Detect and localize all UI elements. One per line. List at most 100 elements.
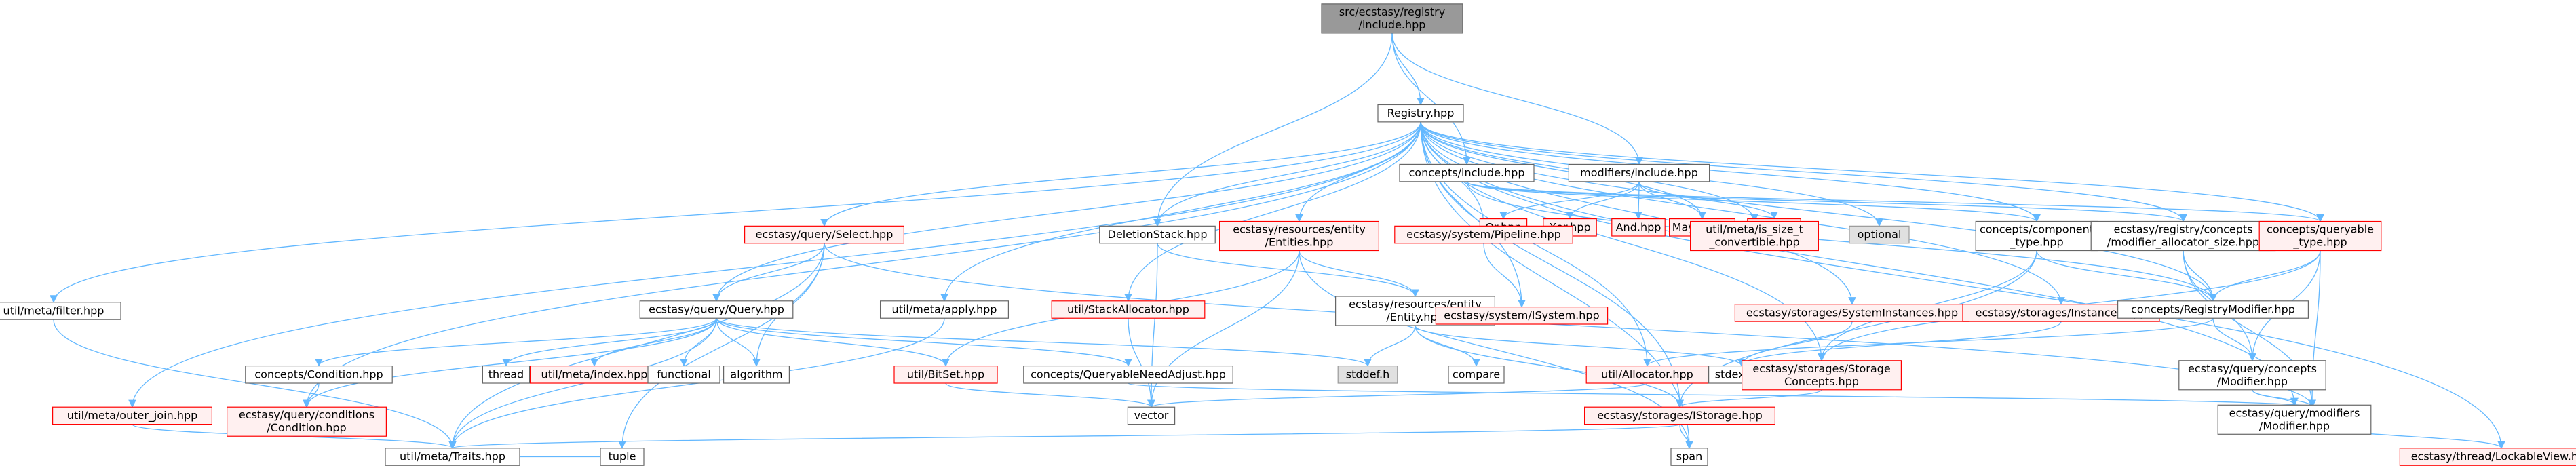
edge-istorage-to-span	[1679, 424, 1693, 449]
node-compare[interactable]: compare	[1448, 365, 1505, 384]
edge-root-to-registry	[1391, 33, 1425, 106]
edge-select-to-query	[712, 243, 825, 302]
node-tuple[interactable]: tuple	[600, 448, 645, 466]
edge-query-to-condition	[315, 317, 717, 367]
node-concepts-include[interactable]: concepts/include.hpp	[1399, 163, 1535, 182]
edge-concepts-include-to-queryable-type	[1466, 181, 2324, 222]
edge-component-type-to-reg-modifier	[2036, 250, 2217, 302]
node-label: ecstasy/resources/entity	[1233, 223, 1366, 236]
node-filter[interactable]: util/meta/filter.hpp	[0, 302, 121, 320]
edge-entity-to-stdexcept	[1415, 325, 1746, 367]
node-istorage[interactable]: ecstasy/storages/IStorage.hpp	[1584, 406, 1776, 425]
node-box	[2399, 448, 2576, 466]
node-traits[interactable]: util/meta/Traits.hpp	[385, 448, 520, 466]
node-label: algorithm	[730, 368, 782, 380]
node-label: concepts/Condition.hpp	[254, 368, 383, 380]
node-cond-condition[interactable]: ecstasy/query/conditions/Condition.hpp	[227, 406, 387, 437]
node-isystem[interactable]: ecstasy/system/ISystem.hpp	[1435, 306, 1609, 325]
edge-concepts-include-to-component-type	[1466, 181, 2041, 222]
node-deletion[interactable]: DeletionStack.hpp	[1099, 225, 1216, 244]
node-box	[52, 406, 213, 425]
edge-modifiers-include-to-xor	[1566, 181, 1640, 220]
node-label: stddef.h	[1346, 368, 1389, 380]
edge-query-concept-mod-to-queryable	[2252, 389, 2316, 408]
node-box	[385, 448, 520, 466]
edge-registry-to-deletion	[1153, 121, 1421, 227]
node-query[interactable]: ecstasy/query/Query.hpp	[639, 300, 794, 319]
node-index[interactable]: util/meta/index.hpp	[529, 365, 659, 384]
node-mod-alloc[interactable]: ecstasy/registry/concepts/modifier_alloc…	[2090, 220, 2276, 252]
node-span[interactable]: span	[1670, 448, 1708, 466]
node-qmod-modifier[interactable]: ecstasy/query/modifiers/Modifier.hpp	[2217, 404, 2372, 435]
node-outer-join[interactable]: util/meta/outer_join.hpp	[52, 406, 213, 425]
node-and[interactable]: And.hpp	[1611, 218, 1666, 237]
node-label: And.hpp	[1616, 220, 1661, 233]
edge-registry-to-span	[1420, 121, 1693, 449]
node-component-type[interactable]: concepts/component_type.hpp	[1975, 220, 2098, 252]
node-optional[interactable]: optional	[1849, 225, 1910, 244]
edge-pipeline-to-isystem	[1483, 243, 1526, 308]
node-label: util/meta/is_size_t	[1706, 223, 1803, 237]
edge-concepts-include-to-reg-modifier	[1466, 181, 2217, 302]
node-label: ecstasy/storages/Instances.hpp	[1976, 306, 2147, 319]
node-qneed[interactable]: concepts/QueryableNeedAdjust.hpp	[1023, 365, 1233, 384]
node-box	[1448, 365, 1505, 384]
node-label: compare	[1453, 368, 1500, 380]
edge-registry-to-stack-alloc	[1124, 121, 1421, 302]
node-label: vector	[1134, 409, 1169, 422]
edge-root-to-modifiers-include	[1391, 33, 1643, 165]
edge-bitset-to-vector	[945, 382, 1155, 408]
edge-allocator-to-vector	[1147, 382, 1648, 408]
node-functional[interactable]: functional	[647, 365, 720, 384]
node-queryable-type[interactable]: concepts/queryable_type.hpp	[2258, 220, 2382, 252]
node-box	[1023, 365, 1233, 384]
node-box	[1377, 104, 1464, 123]
node-label: /Modifier.hpp	[2259, 419, 2330, 432]
node-layer: src/ecstasy/registry/include.hppRegistry…	[0, 3, 2576, 466]
edge-entity-to-compare	[1415, 325, 1480, 367]
edge-query-concept-mod-to-qmod-modifier	[2252, 389, 2299, 406]
edge-modifiers-include-to-and	[1634, 181, 1642, 220]
node-algorithm[interactable]: algorithm	[723, 365, 790, 384]
node-lockable[interactable]: ecstasy/thread/LockableView.hpp	[2399, 448, 2576, 466]
node-pipeline[interactable]: ecstasy/system/Pipeline.hpp	[1394, 225, 1573, 244]
node-condition[interactable]: concepts/Condition.hpp	[245, 365, 393, 384]
edge-registry-to-apply	[940, 121, 1421, 302]
node-sys-instances[interactable]: ecstasy/storages/SystemInstances.hpp	[1734, 304, 1970, 322]
edge-registry-to-instances	[1420, 121, 2065, 305]
node-modifiers-include[interactable]: modifiers/include.hpp	[1568, 163, 1710, 182]
node-root[interactable]: src/ecstasy/registry/include.hpp	[1321, 3, 1463, 34]
node-label: span	[1676, 450, 1702, 463]
node-vector[interactable]: vector	[1127, 406, 1176, 425]
node-label: ecstasy/system/ISystem.hpp	[1444, 309, 1599, 321]
node-stddef[interactable]: stddef.h	[1337, 365, 1398, 384]
node-box	[482, 365, 531, 384]
node-label: ecstasy/registry/concepts	[2113, 223, 2252, 236]
edge-reg-modifier-to-allocator	[1643, 317, 2214, 367]
node-box	[245, 365, 393, 384]
node-select[interactable]: ecstasy/query/Select.hpp	[744, 225, 904, 244]
node-bitset[interactable]: util/BitSet.hpp	[893, 365, 998, 384]
node-thread[interactable]: thread	[482, 365, 531, 384]
node-label: _type.hpp	[2292, 236, 2347, 250]
edge-queryable-type-to-reg-modifier	[2209, 250, 2321, 302]
edge-sys-instances-to-stdexcept	[1737, 321, 1853, 367]
edge-qneed-to-queryable	[1128, 382, 2315, 408]
edge-stack-alloc-to-vector	[1128, 318, 1155, 408]
edge-registry-to-query	[712, 121, 1421, 302]
node-reg-modifier[interactable]: concepts/RegistryModifier.hpp	[2117, 300, 2309, 319]
node-allocator[interactable]: util/Allocator.hpp	[1585, 365, 1709, 384]
node-label: ecstasy/system/Pipeline.hpp	[1406, 228, 1561, 241]
node-registry[interactable]: Registry.hpp	[1377, 104, 1464, 123]
node-is-size-t[interactable]: util/meta/is_size_t_convertible.hpp	[1690, 220, 1820, 252]
node-query-concept-mod[interactable]: ecstasy/query/concepts/Modifier.hpp	[2178, 360, 2326, 391]
node-apply[interactable]: util/meta/apply.hpp	[879, 300, 1009, 319]
node-stack-alloc[interactable]: util/StackAllocator.hpp	[1051, 300, 1206, 319]
node-label: util/BitSet.hpp	[907, 368, 984, 380]
node-box	[639, 300, 794, 319]
edge-entities-to-entity	[1299, 250, 1419, 298]
node-entities[interactable]: ecstasy/resources/entity/Entities.hpp	[1218, 220, 1379, 252]
node-box	[1127, 406, 1176, 425]
node-box	[1585, 365, 1709, 384]
